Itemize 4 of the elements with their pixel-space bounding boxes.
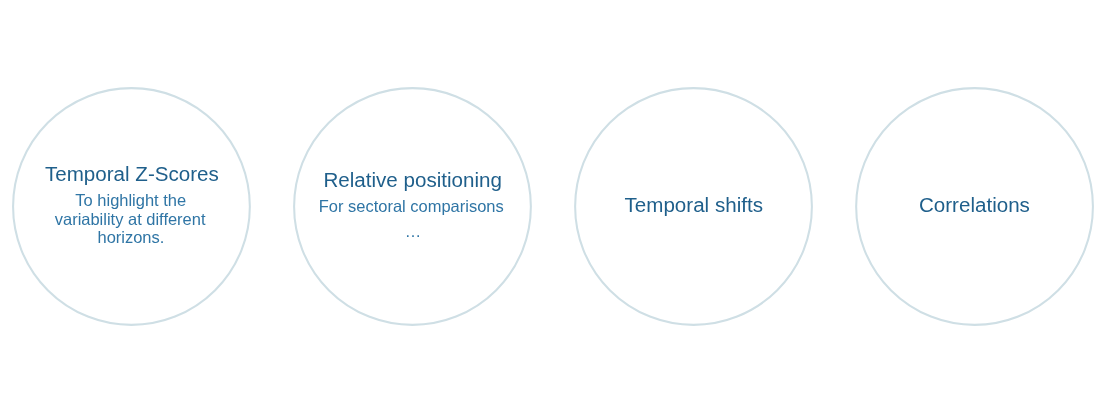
node-circle: Correlations bbox=[855, 86, 1094, 326]
node-circle: Temporal shifts bbox=[574, 86, 813, 326]
node-circle: Temporal Z-Scores To highlight the variability at different horizons. bbox=[12, 86, 251, 326]
node-circle: Relative positioning For sectoral comparisons … bbox=[293, 86, 532, 326]
